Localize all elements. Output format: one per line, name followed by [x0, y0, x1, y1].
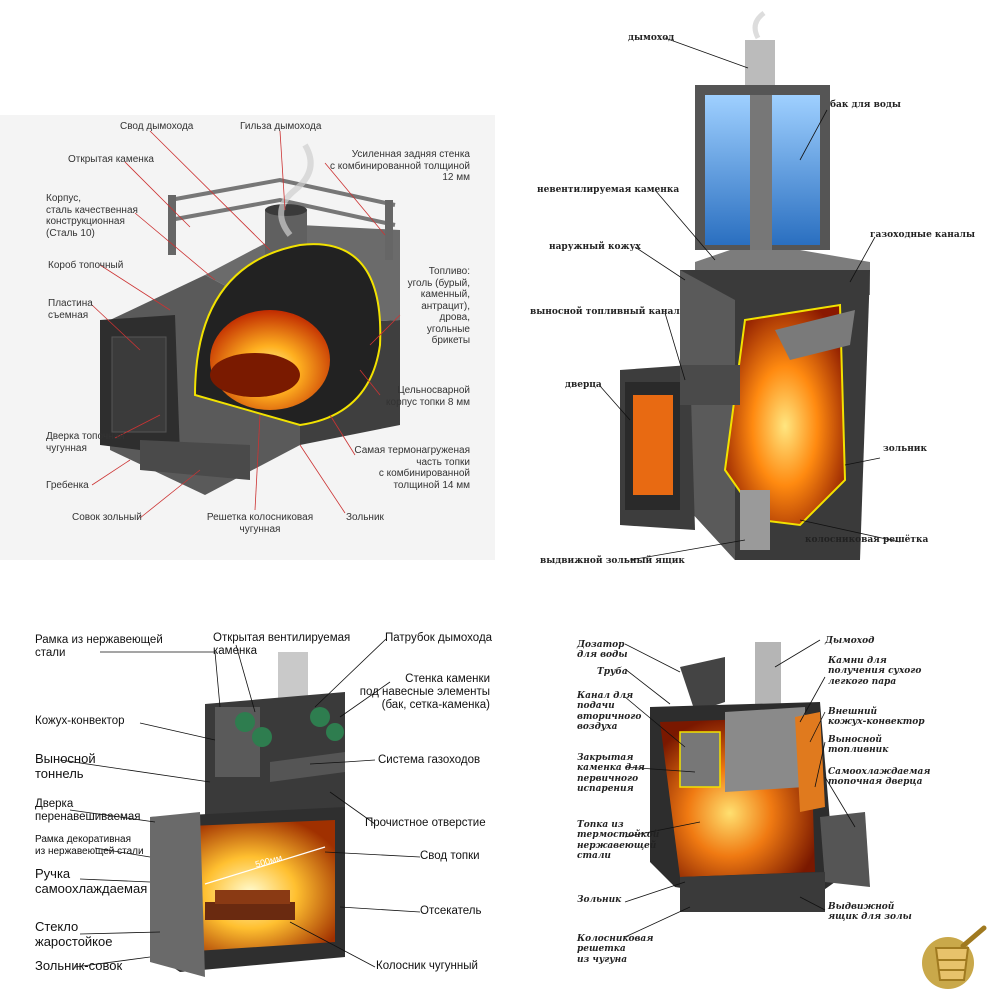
label-zolnik-sovok: Зольник-совок — [35, 958, 123, 973]
label-neventil: невентилируемая каменка — [537, 185, 680, 195]
label-zakrytaya: Закрытая каменка для первичного испарени… — [577, 753, 645, 795]
label-dverka: Дверка перенавешиваемая — [35, 798, 141, 824]
label-korpus: Корпус, сталь качественная конструкционн… — [46, 193, 138, 239]
label-kanal: Канал для подачи вторичного воздуха — [577, 691, 642, 733]
label-plastina: Пластина съемная — [48, 298, 93, 321]
label-vneshniy: Внешний кожух-конвектор — [828, 707, 925, 728]
label-dverca: дверца — [565, 380, 602, 390]
label-dymohod: Дымоход — [825, 636, 875, 646]
diagram-steam-stove: Дозатор для воды Дымоход Труба Камни для… — [500, 612, 1000, 1000]
bath-bucket-logo-icon — [922, 925, 987, 989]
label-truba: Труба — [597, 667, 628, 677]
label-kolosnik: Колосник чугунный — [376, 960, 478, 972]
label-tonnel: Выносной тоннель — [35, 751, 96, 781]
label-korob: Короб топочный — [48, 260, 124, 271]
label-patrubok: Патрубок дымохода — [385, 632, 493, 644]
label-sistema: Система газоходов — [378, 754, 481, 766]
label-prochistnoe: Прочистное отверстие — [365, 817, 486, 829]
label-ramka-dek: Рамка декоративная из нержавеющей стали — [35, 834, 144, 857]
label-vynosnoy: Выносной топливник — [828, 735, 889, 756]
label-yashik: выдвижной зольный ящик — [540, 556, 685, 566]
label-otkrytaya: Открытая вентилируемая каменка — [213, 632, 351, 658]
label-samaya: Самая термонагруженая часть топки с комб… — [354, 445, 470, 491]
stove-illustration-2 — [599, 10, 901, 561]
label-otsekatel: Отсекатель — [420, 905, 482, 917]
label-dymohod: дымоход — [628, 33, 675, 43]
label-reshetka: Решетка колосниковая чугунная — [206, 512, 314, 535]
label-usilennaya: Усиленная задняя стенка с комбинированно… — [330, 149, 470, 183]
stove-illustration-4 — [624, 639, 870, 938]
label-toplivo: Топливо: уголь (бурый, каменный, антраци… — [407, 266, 470, 346]
label-dverka: Дверка топочная чугунная — [46, 431, 125, 454]
label-ramka: Рамка из нержавеющей стали — [35, 634, 163, 660]
label-ruchka: Ручка самоохлаждаемая — [35, 866, 148, 896]
label-svod: Свод топки — [420, 850, 480, 862]
label-dozator: Дозатор для воды — [577, 640, 628, 661]
stove-illustration-3 — [59, 638, 421, 977]
label-otkrytaya: Открытая каменка — [68, 154, 154, 165]
label-grebenka: Гребенка — [46, 480, 89, 491]
label-gazohod: газоходные каналы — [870, 230, 976, 240]
label-zolnik: зольник — [883, 444, 927, 454]
label-celnosvarnoy: Цельносварной корпус топки 8 мм — [386, 385, 470, 408]
label-reshetka: Колосниковая решетка из чугуна — [577, 934, 654, 965]
label-kolosnik: колосниковая решётка — [805, 535, 929, 545]
label-steklo: Стекло жаростойкое — [35, 919, 113, 949]
label-kamni: Камни для получения сухого легкого пара — [828, 656, 922, 687]
label-sovok: Совок зольный — [72, 512, 142, 523]
label-yashik: Выдвижной ящик для золы — [828, 902, 912, 923]
label-samoohl: Самоохлаждаемая топочная дверца — [828, 767, 931, 788]
label-kozhuh: наружный кожух — [549, 242, 641, 252]
label-vynosnoy: выносной топливный канал — [530, 307, 680, 317]
label-gilza: Гильза дымохода — [240, 121, 322, 132]
label-svod: Свод дымохода — [120, 121, 194, 132]
diagram-chimney-cutaway: Свод дымохода Гильза дымохода Открытая к… — [0, 115, 495, 560]
label-zolnik: Зольник — [346, 512, 384, 523]
label-stenka: Стенка каменки под навесные элементы (ба… — [359, 673, 490, 712]
label-topka: Топка из термостойкой нержавеющей стали — [577, 820, 660, 862]
diagram-water-tank-stove: дымоход бак для воды невентилируемая кам… — [500, 0, 1000, 600]
label-zolnik: Зольник — [577, 895, 622, 905]
stove-illustration-1 — [91, 130, 401, 519]
diagram-convector-stove: Рамка из нержавеющей стали Открытая вент… — [0, 612, 500, 1000]
label-kozhuh: Кожух-конвектор — [35, 715, 125, 727]
label-bak: бак для воды — [830, 100, 901, 110]
